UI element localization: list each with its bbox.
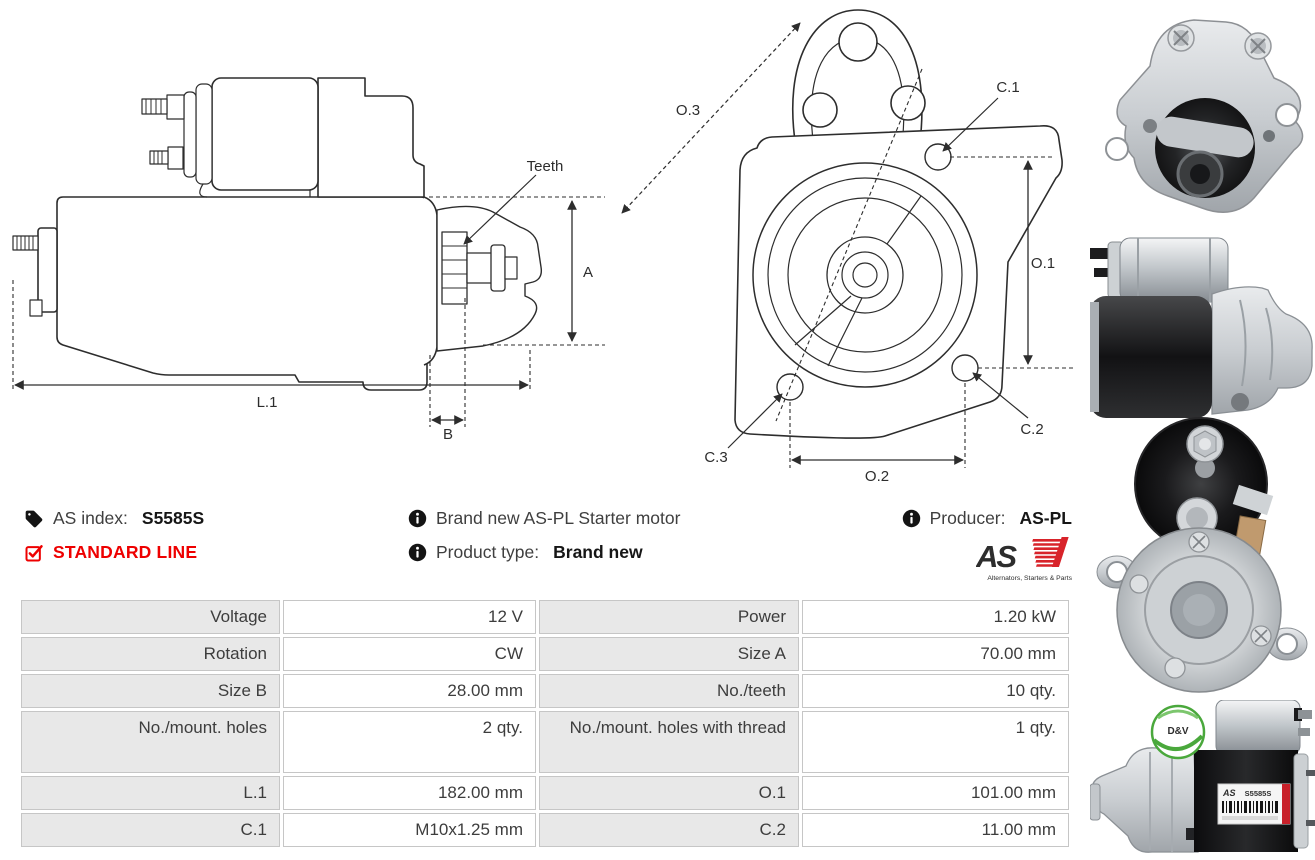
dv-sticker-text: D&V [1167,726,1188,737]
product-type-row: Product type: Brand new [408,542,643,563]
spec-label-cell: Size A [539,637,799,671]
dim-label-c1: C.1 [996,79,1019,96]
as-pl-logo: AS Alternators, Starters & Parts [976,537,1073,582]
product-photo-front-view [1105,19,1304,213]
dim-label-c2: C.2 [1020,421,1043,438]
checkbox-checked-icon [25,544,43,561]
spec-label-cell: Voltage [21,600,280,634]
spec-row: C.1 M10x1.25 mm C.2 11.00 mm [21,813,1069,847]
dim-label-o1: O.1 [1031,255,1055,272]
spec-label-cell: Rotation [21,637,280,671]
producer-value: AS-PL [1019,508,1073,528]
standard-line-row: STANDARD LINE [24,542,197,563]
product-photo-side-view-2: D&V AS S5585S [1090,700,1315,853]
dim-label-l1: L.1 [257,394,278,411]
spec-table: Voltage 12 V Power 1.20 kW Rotation CW S… [18,597,1072,850]
spec-label-cell: No./mount. holes [21,711,280,773]
spec-label-cell: Power [539,600,799,634]
as-index-row: AS index: S5585S [24,508,204,529]
spec-value-cell: 182.00 mm [283,776,536,810]
dim-label-a: A [583,264,593,281]
dim-label-b: B [443,426,453,443]
dim-label-o3: O.3 [676,102,700,119]
spec-label-cell: C.2 [539,813,799,847]
spec-label-cell: O.1 [539,776,799,810]
as-index-label: AS index: [53,508,128,528]
spec-value-cell: 11.00 mm [802,813,1069,847]
info-icon [902,509,920,528]
spec-value-cell: CW [283,637,536,671]
front-view-drawing: O.3 C.1 O.1 C.2 C.3 O.2 [621,9,1075,485]
side-view-drawing: Teeth A L.1 B [12,77,605,443]
spec-label-cell: Size B [21,674,280,708]
spec-row: Size B 28.00 mm No./teeth 10 qty. [21,674,1069,708]
dim-label-teeth: Teeth [527,158,564,175]
spec-value-cell: 70.00 mm [802,637,1069,671]
standard-line-badge: STANDARD LINE [53,542,198,562]
spec-value-cell: 1.20 kW [802,600,1069,634]
spec-value-cell: 28.00 mm [283,674,536,708]
as-pl-logo-tagline: Alternators, Starters & Parts [987,575,1072,582]
tag-icon [25,510,43,527]
product-photo-side-view [1090,237,1313,418]
info-icon [408,509,427,528]
producer-row: Producer: AS-PL [902,508,1072,529]
spec-row: Rotation CW Size A 70.00 mm [21,637,1069,671]
producer-label: Producer: [929,508,1006,528]
product-type-label: Product type: [436,542,540,562]
description-text: Brand new AS-PL Starter motor [436,508,681,528]
label-code: S5585S [1245,789,1272,798]
spec-value-cell: 1 qty. [802,711,1069,773]
spec-value-cell: M10x1.25 mm [283,813,536,847]
product-type-value: Brand new [553,542,643,562]
as-pl-logo-text: AS [976,539,1017,574]
dim-label-c3: C.3 [704,449,727,466]
spec-value-cell: 12 V [283,600,536,634]
spec-label-cell: No./mount. holes with thread [539,711,799,773]
spec-label-cell: C.1 [21,813,280,847]
spec-value-cell: 2 qty. [283,711,536,773]
label-as-mark: AS [1222,788,1236,798]
spec-row: No./mount. holes 2 qty. No./mount. holes… [21,711,1069,773]
product-photo-rear-view [1096,417,1308,693]
spec-row: Voltage 12 V Power 1.20 kW [21,600,1069,634]
spec-label-cell: No./teeth [539,674,799,708]
spec-value-cell: 10 qty. [802,674,1069,708]
as-index-value: S5585S [141,508,205,528]
info-icon [408,543,427,562]
spec-label-cell: L.1 [21,776,280,810]
product-label: AS S5585S [1217,783,1291,825]
dim-label-o2: O.2 [865,468,889,485]
description-row: Brand new AS-PL Starter motor [408,508,680,529]
spec-value-cell: 101.00 mm [802,776,1069,810]
spec-row: L.1 182.00 mm O.1 101.00 mm [21,776,1069,810]
